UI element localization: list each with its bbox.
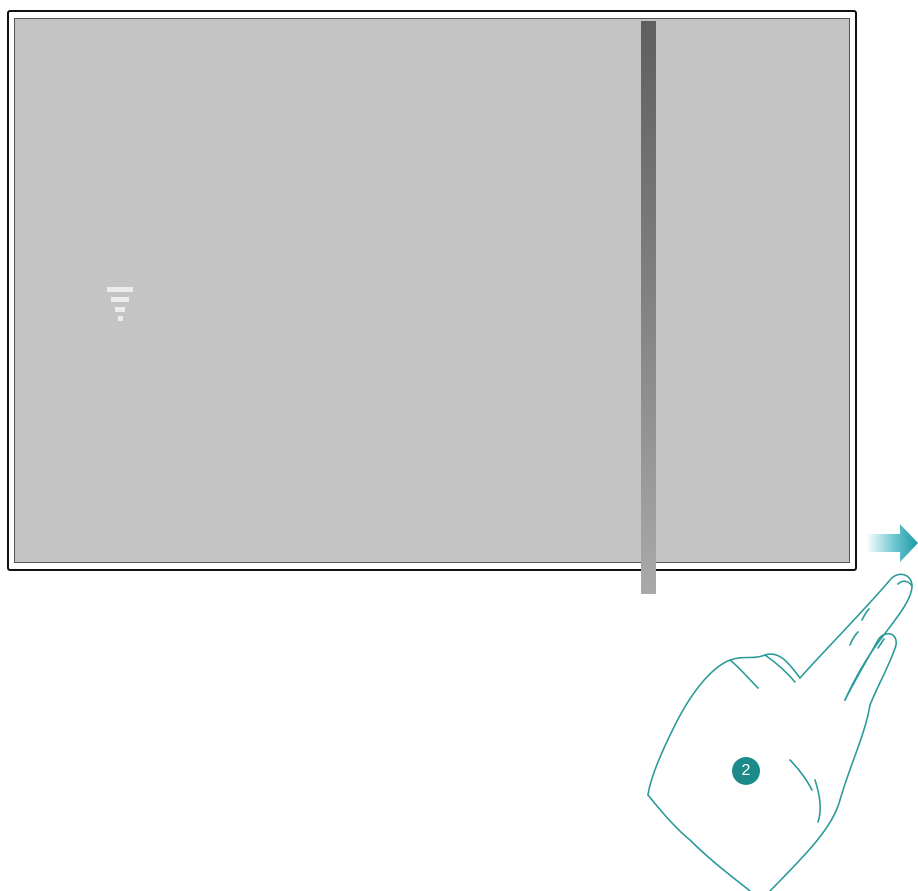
hand-pointing-icon <box>640 560 918 891</box>
swipe-right-arrow-icon <box>866 524 918 562</box>
device-frame <box>7 10 857 571</box>
step-number-badge: 2 <box>732 757 760 785</box>
vertical-slider-strip[interactable] <box>641 21 656 594</box>
wifi-icon <box>107 287 133 323</box>
device-screen[interactable] <box>14 18 850 563</box>
